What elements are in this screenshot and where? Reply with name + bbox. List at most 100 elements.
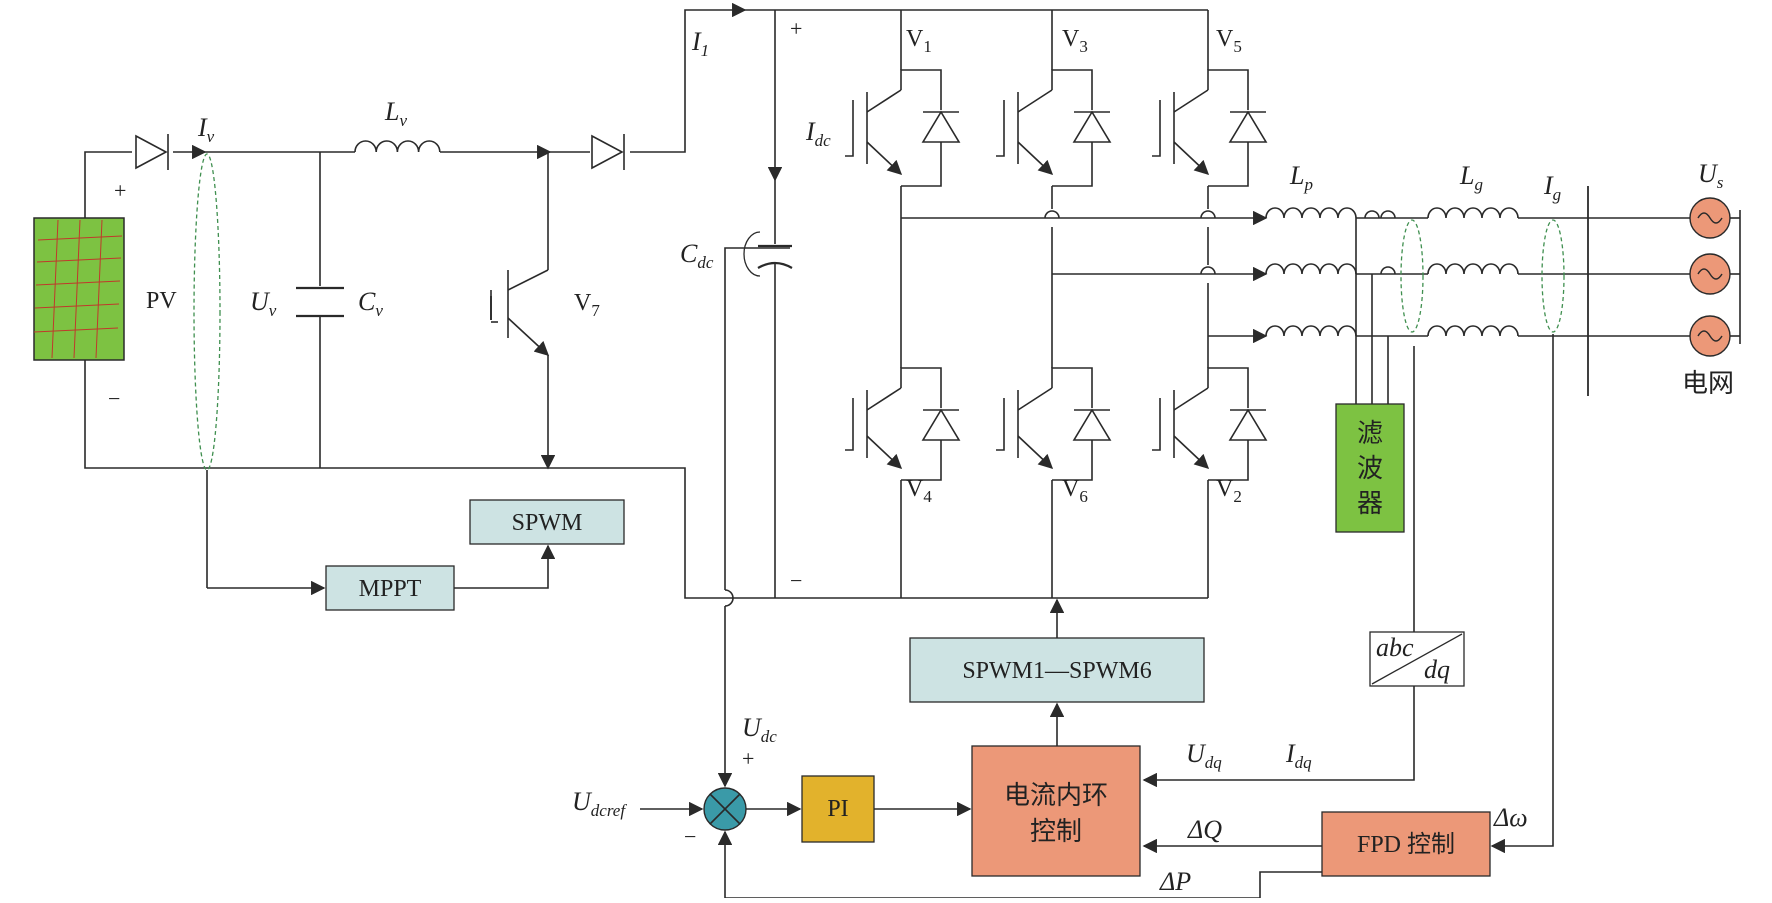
- pi-block: [801, 775, 875, 843]
- filter-char-3: 器: [1357, 489, 1383, 519]
- v2-label: V2: [1216, 476, 1242, 506]
- igbt-v3-collector: [1017, 89, 1053, 113]
- udc-label: Udc: [742, 713, 777, 746]
- igbt-v3-diode: [1072, 110, 1112, 143]
- igbt-v6-diode: [1072, 408, 1112, 441]
- iv-sensor-loop: [193, 153, 221, 471]
- pv-minus-sign: −: [108, 386, 120, 411]
- igbt-v2-emitter: [1173, 435, 1210, 469]
- lv-label: Lv: [384, 97, 407, 130]
- filter-char-1: 滤: [1357, 419, 1383, 449]
- igbt-v4-diode-top-wire: [900, 367, 942, 408]
- igbt-v1-diode-bottom-wire: [901, 142, 942, 187]
- v6-label: V6: [1062, 476, 1088, 506]
- boost-wiring: [84, 2, 1208, 599]
- igbt-v4-gate: [845, 398, 854, 451]
- hop-a-filter2: [1364, 210, 1380, 219]
- sum-plus-sign: +: [742, 746, 754, 771]
- igbt-v6-diode-bottom-wire: [1052, 440, 1093, 481]
- igbt-v3-diode-top-wire: [1051, 69, 1093, 110]
- hop-b-leg3: [1200, 266, 1216, 275]
- mppt-block: [325, 565, 455, 611]
- igbt-v5-collector: [1173, 89, 1209, 113]
- inverter-bridge: [845, 10, 1396, 598]
- dp-delta-label: ΔP: [1159, 867, 1191, 896]
- udq-label: Udq: [1186, 739, 1222, 772]
- filter-char-2: 波: [1357, 454, 1383, 484]
- current-loop-line2: 控制: [1030, 817, 1082, 847]
- filter-inductors-lp: [1265, 207, 1357, 337]
- igbt-v4-diode: [921, 408, 961, 441]
- abc-label: abc: [1376, 633, 1414, 662]
- igbt-v4-emitter: [866, 435, 903, 469]
- fpd-label: FPD 控制: [1357, 831, 1455, 858]
- hop-a-leg3: [1200, 210, 1216, 219]
- lg-label: Lg: [1459, 161, 1483, 194]
- igbt-v2-diode: [1228, 408, 1268, 441]
- pi-label: PI: [827, 796, 848, 822]
- igbt-v3-gate: [996, 100, 1005, 157]
- udc-feedback-wire: [717, 247, 790, 788]
- inductor-lv: [354, 140, 441, 153]
- idq-label: Idq: [1285, 739, 1312, 772]
- v7-label: V7: [574, 290, 600, 320]
- igbt-v5-emitter: [1173, 141, 1210, 175]
- v4-label: V4: [906, 476, 932, 506]
- boost-diode: [591, 134, 625, 170]
- grid-inductors-lg: [1427, 207, 1519, 337]
- pv-panel: [33, 217, 125, 361]
- igbt-v6-diode-top-wire: [1051, 367, 1093, 408]
- igbt-v1-emitter: [866, 141, 903, 175]
- pv-label: PV: [146, 288, 177, 314]
- voltage-sensor-loop: [1400, 219, 1424, 333]
- uv-label: Uv: [250, 287, 277, 320]
- igbt-v3-diode-bottom-wire: [1052, 142, 1093, 187]
- igbt-v4-collector: [866, 387, 902, 411]
- spwm-label: SPWM: [512, 510, 583, 536]
- igbt-v5-diode: [1228, 110, 1268, 143]
- v5-label: V5: [1216, 26, 1242, 56]
- dc-bus-plus: +: [790, 16, 802, 41]
- v3-label: V3: [1062, 26, 1088, 56]
- grid-sources: [1689, 197, 1731, 357]
- igbt-v3-emitter: [1017, 141, 1054, 175]
- grid-label: 电网: [1682, 369, 1734, 399]
- cdc-label: Cdc: [680, 239, 714, 272]
- input-diode: [135, 134, 169, 170]
- v1-label: V1: [906, 26, 932, 56]
- igbt-v6-emitter: [1017, 435, 1054, 469]
- hop-a-leg2: [1044, 210, 1060, 219]
- us-label: Us: [1698, 159, 1724, 192]
- igbt-v1-diode: [921, 110, 961, 143]
- pv-grid-lines: [33, 219, 123, 359]
- udcref-label: Udcref: [572, 787, 627, 820]
- igbt-v1-collector: [866, 89, 902, 113]
- mppt-label: MPPT: [359, 576, 422, 602]
- igbt-v2-collector: [1173, 387, 1209, 411]
- igbt-v6-gate: [996, 398, 1005, 451]
- summing-node: [703, 787, 747, 831]
- idc-label: Idc: [805, 117, 831, 150]
- ig-label: Ig: [1543, 171, 1561, 204]
- hop-b-filter3: [1380, 266, 1396, 275]
- iv-label: Iv: [197, 113, 215, 146]
- spwm16-label: SPWM1—SPWM6: [962, 658, 1151, 684]
- filter-block: [1335, 403, 1405, 533]
- i1-label: I1: [691, 27, 709, 60]
- pv-plus-sign: +: [114, 178, 126, 203]
- cv-label: Cv: [358, 287, 383, 320]
- sine-icon: [1697, 268, 1723, 280]
- current-loop-line1: 电流内环: [1004, 781, 1108, 811]
- fpd-control-block: [1321, 811, 1491, 877]
- dq-label: dq: [1424, 655, 1450, 684]
- capacitor-cv: [296, 286, 344, 318]
- ig-sensor-loop: [1541, 219, 1565, 333]
- sum-minus-sign: −: [684, 824, 696, 849]
- igbt-v5-gate: [1152, 100, 1161, 157]
- dc-bus-minus: −: [790, 568, 802, 593]
- igbt-v5-diode-top-wire: [1207, 69, 1249, 110]
- spwm1-spwm6-block: [909, 637, 1205, 703]
- dc-link: [743, 10, 793, 598]
- hop-a-filter3: [1380, 210, 1396, 219]
- grid-side-wiring: [1355, 186, 1741, 404]
